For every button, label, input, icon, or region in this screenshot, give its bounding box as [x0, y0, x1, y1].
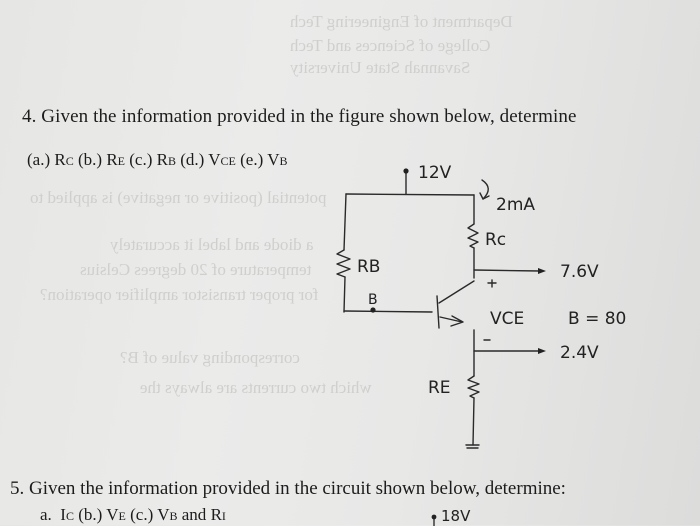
part-b-sub: E [117, 154, 125, 168]
part-a-var: I [60, 505, 66, 524]
collector-output-arrow-icon [538, 268, 546, 274]
emitter-voltage-label: 2.4V [560, 343, 599, 363]
transistor-base-bar [436, 295, 440, 329]
part-b-label: (b.) [78, 505, 103, 524]
supply-node-dot [403, 168, 409, 174]
part-e-label: (e.) [240, 150, 264, 169]
part-d-label: (d.) [180, 150, 205, 169]
transistor-collector-leg [438, 280, 475, 304]
part-c-var: V [157, 505, 170, 524]
rb-label: RB [357, 257, 380, 277]
part-c-label: (c.) [130, 505, 154, 524]
part-b-var: R [106, 150, 118, 169]
question-4-parts: (a.) RC (b.) RE (c.) RB (d.) VCE (e.) VB [27, 150, 288, 170]
base-wire [343, 310, 433, 313]
part-d-var: V [208, 150, 221, 169]
part-c-sub: B [169, 509, 178, 523]
collector-output-wire [473, 269, 541, 272]
part-b-var: V [106, 505, 119, 524]
rb-upper-wire [343, 193, 347, 251]
q5-supply-voltage-label: 18V [441, 507, 471, 525]
rc-resistor [467, 223, 479, 249]
part-b-label: (b.) [77, 150, 103, 169]
current-arrow-icon [481, 179, 489, 200]
part-b-sub: E [118, 509, 126, 523]
supply-voltage-label: 12V [418, 163, 452, 183]
rc-label: Rc [485, 230, 506, 250]
rb-resistor [336, 249, 351, 278]
question-4-title: 4. Given the information provided in the… [22, 106, 577, 127]
part-e-sub: B [279, 154, 288, 168]
part-a-sub: C [65, 154, 74, 168]
base-node-dot [370, 307, 376, 313]
collector-current-label: 2mA [496, 195, 535, 215]
emitter-arrow-icon [450, 315, 464, 327]
rb-lower-wire [343, 276, 346, 313]
re-resistor [467, 375, 480, 399]
part-prefix: a. [40, 505, 52, 524]
transistor-emitter-leg [439, 316, 463, 323]
question-5-parts: a. IC (b.) VE (c.) VB and RI [40, 505, 226, 525]
question-5-title: 5. Given the information provided in the… [10, 478, 566, 499]
re-label: RE [428, 378, 451, 398]
base-node-label: B [368, 292, 378, 308]
and-word: and [181, 505, 207, 524]
last-sub: I [221, 509, 226, 523]
vce-label: VCE [490, 309, 524, 329]
q5-supply-marker: 18V [431, 507, 471, 526]
last-var: R [210, 505, 222, 524]
re-lower-wire [472, 397, 475, 446]
collector-voltage-label: 7.6V [560, 262, 599, 282]
part-a-sub: C [65, 509, 74, 523]
part-c-label: (c.) [129, 150, 153, 169]
part-a-var: R [54, 150, 66, 169]
part-c-var: R [156, 150, 168, 169]
part-c-sub: B [167, 154, 176, 168]
beta-label: B = 80 [568, 309, 626, 329]
part-d-sub: CE [220, 154, 236, 168]
top-rail-wire [345, 193, 475, 196]
part-a-label: (a.) [27, 150, 51, 169]
emitter-output-arrow-icon [538, 348, 546, 354]
part-e-var: V [267, 150, 280, 169]
current-arrowhead-icon [479, 192, 490, 200]
